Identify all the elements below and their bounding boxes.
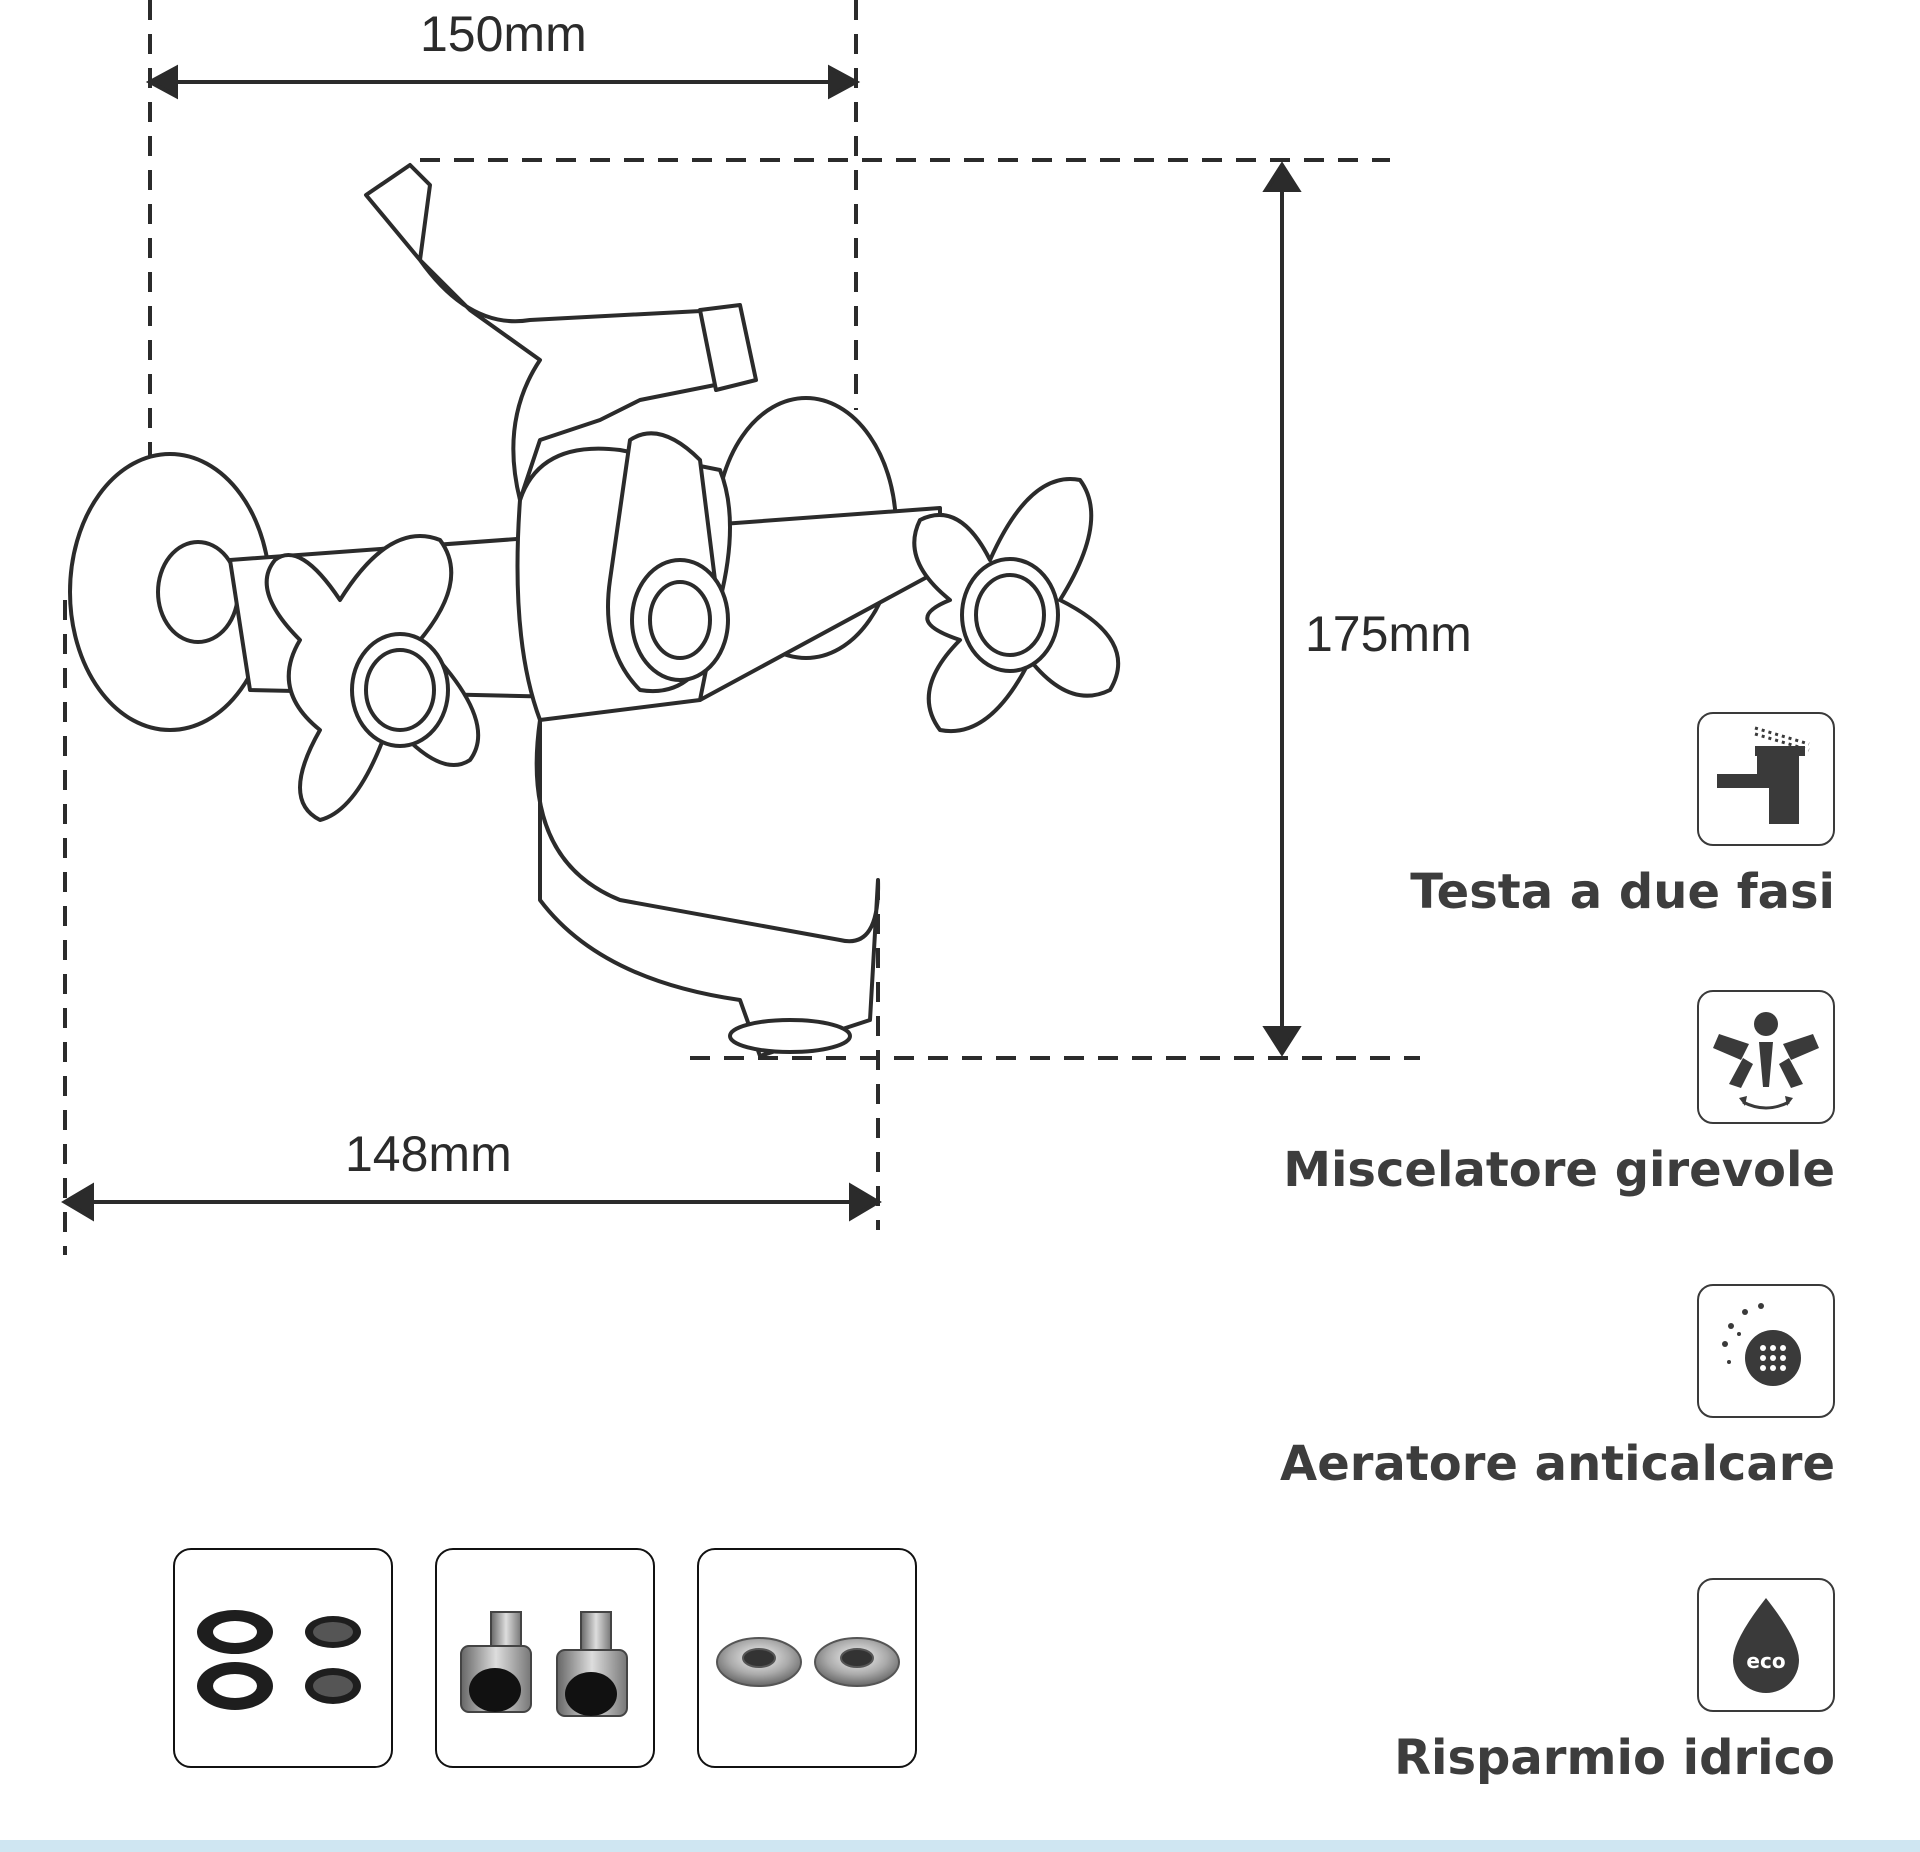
dimension-label-175: 175mm xyxy=(1305,606,1472,662)
feature-anti-limescale-aerator: Aeratore anticalcare xyxy=(1135,1284,1835,1504)
feature-label-anti-limescale-aerator: Aeratore anticalcare xyxy=(1280,1436,1835,1492)
feature-two-stage-head: Testa a due fasi xyxy=(1135,712,1835,932)
eccentric-connectors-icon xyxy=(460,1611,628,1717)
feature-label-two-stage-head: Testa a due fasi xyxy=(1410,864,1835,920)
feature-water-saving: eco Risparmio idrico xyxy=(1135,1578,1835,1798)
dimension-label-150: 150mm xyxy=(420,6,587,62)
accessory-eccentric-connectors xyxy=(435,1548,655,1768)
eco-water-drop-icon: eco xyxy=(1697,1578,1835,1712)
accessory-washers xyxy=(173,1548,393,1768)
anti-limescale-aerator-icon xyxy=(1697,1284,1835,1418)
faucet-spray-icon xyxy=(1697,712,1835,846)
chrome-cover-flanges-icon xyxy=(716,1637,900,1687)
feature-swivel-mixer: Miscelatore girevole xyxy=(1135,990,1835,1210)
dimension-label-148: 148mm xyxy=(345,1126,512,1182)
bottom-band xyxy=(0,1840,1920,1852)
rubber-washers-icon xyxy=(197,1610,361,1710)
svg-text:eco: eco xyxy=(1746,1649,1785,1673)
faucet-outline xyxy=(68,163,1121,1058)
accessory-cover-flanges xyxy=(697,1548,917,1768)
feature-label-water-saving: Risparmio idrico xyxy=(1394,1730,1835,1786)
swivel-mixer-icon xyxy=(1697,990,1835,1124)
feature-label-swivel-mixer: Miscelatore girevole xyxy=(1283,1142,1835,1198)
